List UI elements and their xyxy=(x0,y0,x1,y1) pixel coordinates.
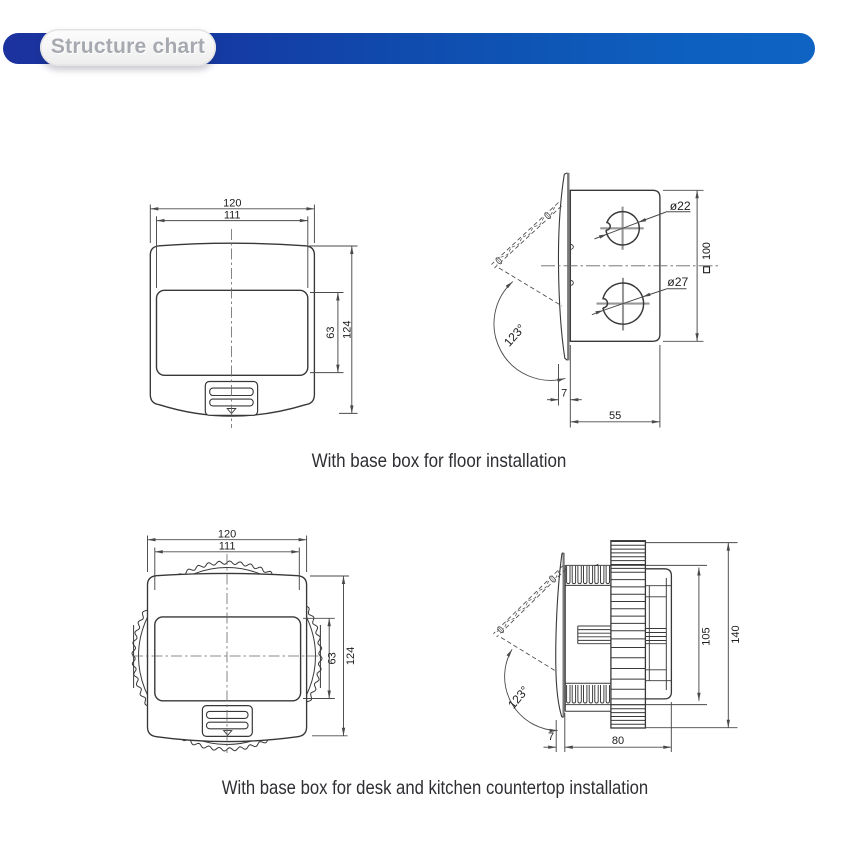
svg-text:120: 120 xyxy=(218,529,236,541)
svg-text:100: 100 xyxy=(701,242,713,260)
svg-text:7: 7 xyxy=(548,731,554,743)
svg-text:63: 63 xyxy=(325,326,337,338)
svg-text:111: 111 xyxy=(224,209,241,221)
svg-text:55: 55 xyxy=(609,410,621,422)
svg-text:ø27: ø27 xyxy=(667,275,688,289)
svg-text:63: 63 xyxy=(326,652,338,664)
svg-text:111: 111 xyxy=(219,541,236,553)
svg-text:120: 120 xyxy=(223,198,241,210)
svg-text:124: 124 xyxy=(341,321,353,339)
svg-text:7: 7 xyxy=(561,388,567,400)
svg-text:124: 124 xyxy=(345,647,357,665)
svg-text:80: 80 xyxy=(612,735,624,747)
svg-text:ø22: ø22 xyxy=(670,199,691,213)
svg-text:105: 105 xyxy=(701,627,713,645)
svg-text:140: 140 xyxy=(730,625,742,643)
svg-text:123°: 123° xyxy=(501,321,528,349)
svg-text:123°: 123° xyxy=(505,683,532,711)
